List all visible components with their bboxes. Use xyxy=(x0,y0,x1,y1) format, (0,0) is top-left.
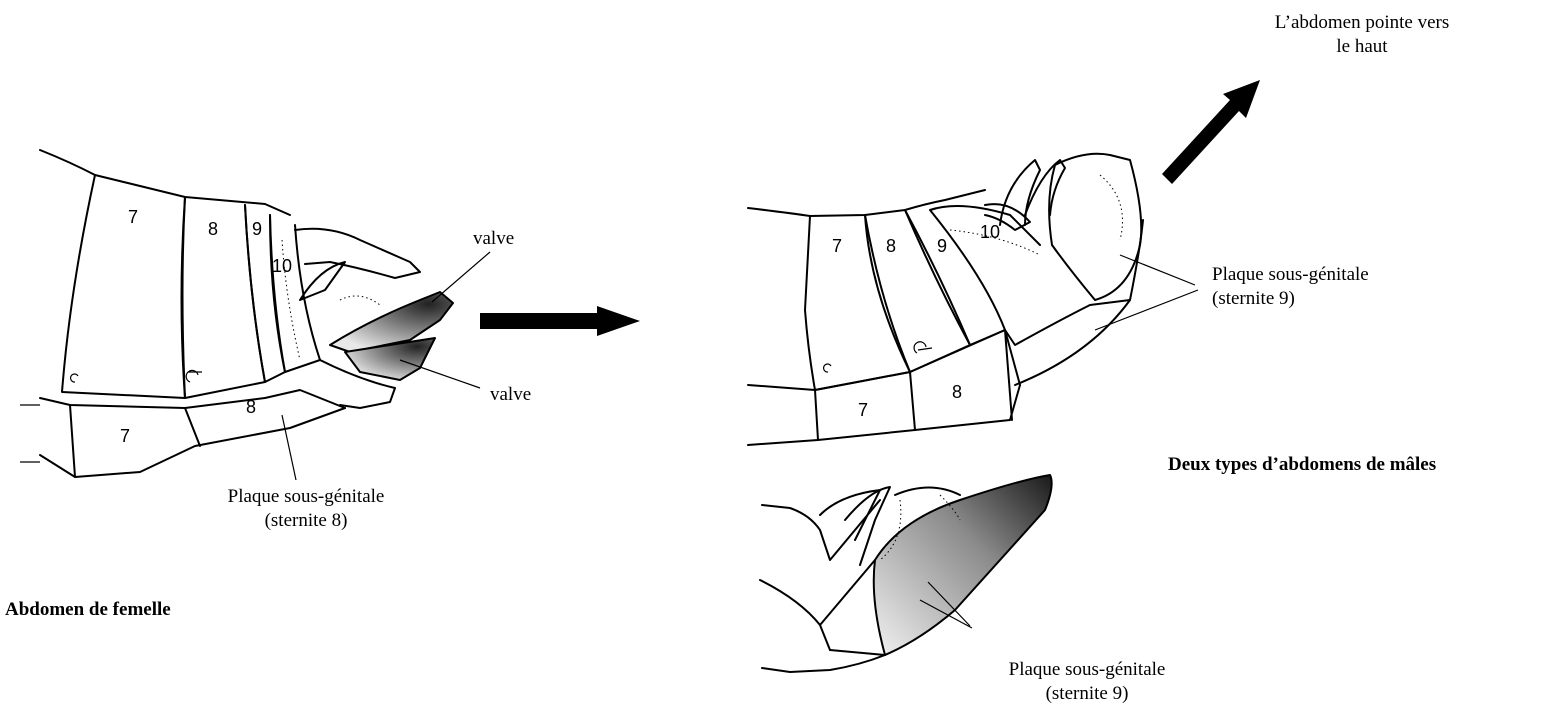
male-lower-outline xyxy=(748,385,1020,445)
male2-dorsal-outline xyxy=(762,500,880,560)
female-plate-label-line1: Plaque sous-génitale xyxy=(228,486,385,507)
sternite-8-outline xyxy=(265,390,345,408)
male-tergite-7-label: 7 xyxy=(832,236,842,256)
female-cerci xyxy=(295,229,420,278)
male-ventral-outline xyxy=(748,330,1020,390)
tergite-9-outline xyxy=(245,205,285,382)
female-tergite-7-label: 7 xyxy=(128,207,138,227)
male-caption: Deux types d’abdomens de mâles xyxy=(1168,454,1436,475)
female-plate-leader xyxy=(282,415,296,480)
female-spiracle-7 xyxy=(71,374,78,382)
male-top-plate-label-line2: (sternite 9) xyxy=(1212,288,1295,309)
female-tergite-10-label: 10 xyxy=(272,256,292,276)
female-spiracle-8 xyxy=(186,370,202,382)
female-cercus-spine xyxy=(300,262,345,300)
up-right-arrow xyxy=(1162,80,1260,184)
male-bottom-drawing xyxy=(760,475,1052,672)
male-tergite-9-label: 9 xyxy=(937,236,947,256)
female-lower-outline xyxy=(40,408,345,477)
female-edge-marks xyxy=(20,405,40,462)
male-surface-detail xyxy=(950,175,1123,255)
male-sternite-7-label: 7 xyxy=(858,400,868,420)
female-upper-valve xyxy=(330,292,453,352)
male-bottom-plate-label-line1: Plaque sous-génitale xyxy=(1009,659,1166,680)
male-spiracle-7 xyxy=(824,364,831,372)
male-bottom-plate-label-line2: (sternite 9) xyxy=(1046,683,1129,704)
female-ventral-outline xyxy=(40,398,265,408)
valve-lower-label: valve xyxy=(490,384,531,405)
arrow-note-line1: L’abdomen pointe vers xyxy=(1275,12,1449,33)
tergite-10-outline xyxy=(270,215,320,372)
female-abdomen-drawing xyxy=(20,150,453,477)
female-tergite-8-label: 8 xyxy=(208,219,218,239)
male2-plate xyxy=(874,475,1052,655)
valve-upper-leader xyxy=(432,252,490,302)
sternite-7-outline xyxy=(70,405,200,477)
right-arrow xyxy=(480,306,640,336)
male-tergite-8-label: 8 xyxy=(886,236,896,256)
female-sternite-7-label: 7 xyxy=(120,426,130,446)
tergite-7-outline xyxy=(62,175,185,398)
male2-ventral-outline xyxy=(760,580,885,672)
male-top-drawing xyxy=(748,154,1143,445)
female-sternite-8-label: 8 xyxy=(246,397,256,417)
male-top-plate-leader-b xyxy=(1095,290,1198,330)
female-plate-label-line2: (sternite 8) xyxy=(265,510,348,531)
valve-lower-leader xyxy=(400,360,480,388)
female-caption: Abdomen de femelle xyxy=(5,599,171,620)
valve-upper-label: valve xyxy=(473,228,514,249)
female-tergite-9-label: 9 xyxy=(252,219,262,239)
male-plate-lower xyxy=(1005,220,1143,385)
female-dorsal-outline xyxy=(40,150,290,215)
arrow-note-line2: le haut xyxy=(1336,36,1388,57)
male-spiracle-8 xyxy=(914,342,932,353)
male-sternite-8-label: 8 xyxy=(952,382,962,402)
male-dorsal-outline xyxy=(748,190,985,216)
male-top-plate-label-line1: Plaque sous-génitale xyxy=(1212,264,1369,285)
male-tergite-10-label: 10 xyxy=(980,222,1000,242)
male2-upper-detail xyxy=(895,488,960,496)
male-plate-upper xyxy=(1049,154,1141,300)
